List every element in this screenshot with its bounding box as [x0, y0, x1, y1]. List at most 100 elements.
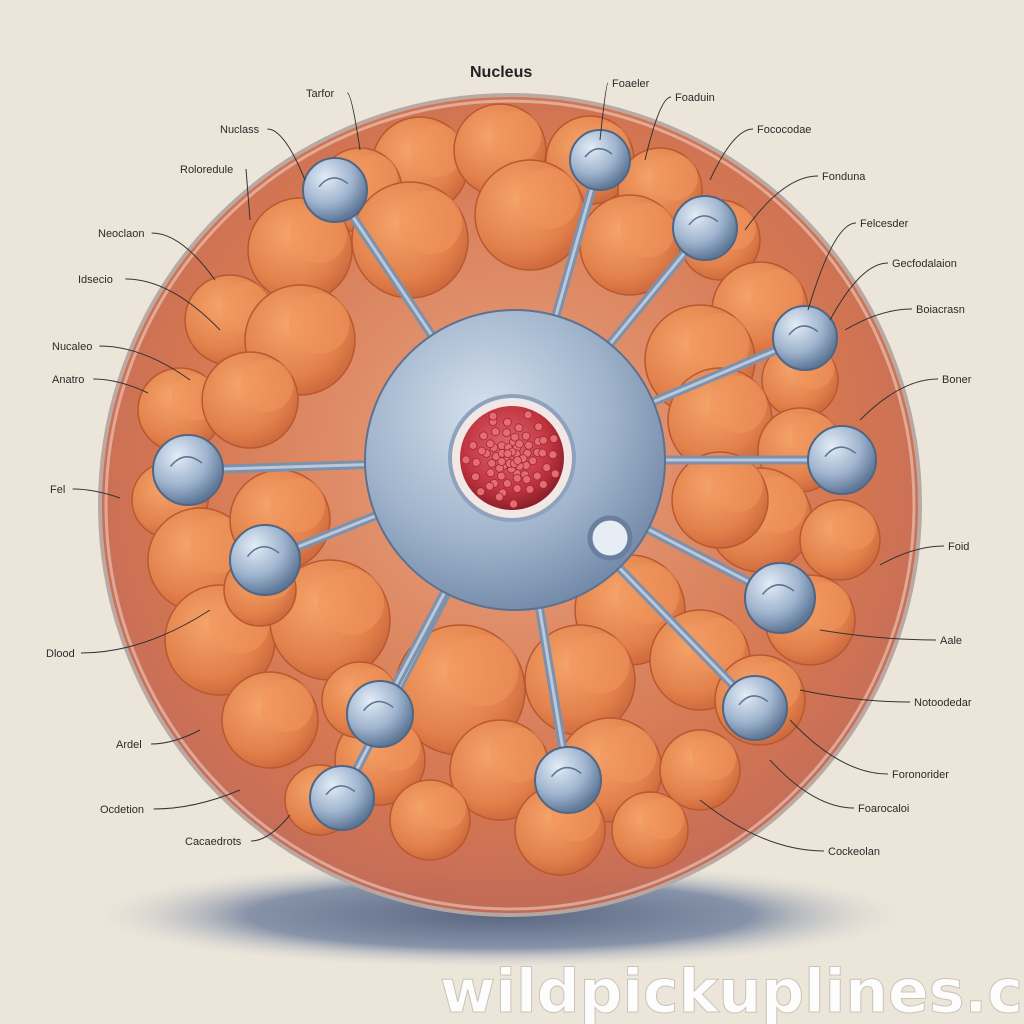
label-left: Nucaleo: [52, 341, 92, 353]
lobe-highlight: [422, 786, 466, 830]
leader-line: [93, 378, 149, 394]
leader-line: [699, 799, 825, 852]
lobe-highlight: [240, 359, 294, 412]
nucleolus-granule: [509, 499, 518, 509]
label-right: Aale: [940, 635, 962, 647]
nucleolus-granule: [532, 471, 542, 481]
leader-lines: [72, 82, 945, 852]
nucleolus-granule: [488, 411, 498, 421]
nucleolus-granule: [510, 432, 520, 442]
vesicle-crease: [688, 215, 719, 226]
nucleolus-granule: [497, 457, 507, 467]
leader-line: [744, 175, 819, 231]
leader-line: [80, 609, 211, 654]
nucleolus-granule: [523, 410, 533, 420]
leader-line: [799, 689, 911, 703]
nucleolus-granule: [477, 446, 487, 456]
nucleolus-granule: [539, 435, 548, 445]
nucleolus-granule: [471, 472, 480, 482]
nucleolus-granule: [521, 431, 531, 441]
lobe-highlight: [260, 679, 314, 732]
nucleolus-granule: [515, 439, 524, 449]
label-right: Cockeolan: [828, 846, 880, 858]
lobe-highlight: [410, 124, 464, 177]
label-right: Foronorider: [892, 769, 949, 781]
vesicle: [229, 524, 301, 596]
nucleolus-granule: [522, 474, 532, 484]
vesicles: [152, 129, 877, 831]
nucleus-port: [587, 515, 633, 561]
vesicle: [807, 425, 877, 495]
label-right: Foarocaloi: [858, 803, 909, 815]
label-right: Gecfodalaion: [892, 258, 957, 270]
nucleolus-granule: [476, 487, 486, 497]
nucleolus-granule: [550, 469, 560, 479]
leader-line: [859, 378, 939, 421]
lobe-highlight: [519, 168, 580, 229]
leader-line: [709, 128, 754, 181]
nucleolus-granule: [538, 448, 547, 458]
vesicle: [346, 680, 414, 748]
vesicle-crease: [362, 700, 394, 712]
lobe-highlight: [270, 477, 325, 533]
nucleolus-granule: [485, 481, 495, 491]
nucleolus-granule: [461, 455, 471, 465]
vesicle-crease: [788, 325, 819, 336]
diagram-title: Nucleus: [470, 64, 532, 81]
vesicle: [534, 746, 602, 814]
nucleolus-granule: [486, 468, 496, 478]
nucleolus-granule: [502, 428, 512, 438]
nucleolus-granule: [496, 471, 506, 481]
leader-line: [250, 814, 291, 842]
label-left: Anatro: [52, 374, 84, 386]
nucleolus-granule: [468, 441, 478, 450]
nucleolus-granule: [524, 440, 534, 450]
lobe-highlight: [642, 797, 685, 840]
lobe-highlight: [832, 506, 876, 550]
nucleolus-core: [460, 406, 564, 510]
nucleolus-granule: [491, 427, 500, 437]
nucleolus-texture: [461, 410, 560, 509]
label-right: Foaeler: [612, 78, 650, 90]
leader-line: [99, 345, 191, 381]
nucleolus-granule: [548, 450, 558, 460]
leader-line: [153, 789, 241, 810]
vesicle: [302, 157, 368, 223]
nucleolus-granule: [479, 431, 489, 441]
lobe-highlight: [398, 190, 463, 255]
vesicle-crease: [738, 695, 769, 706]
label-right: Fococodae: [757, 124, 811, 136]
leader-line: [72, 488, 121, 499]
nucleolus-granule: [513, 455, 522, 465]
leader-line: [125, 278, 221, 331]
vesicle: [672, 195, 738, 261]
label-left: Cacaedrots: [185, 836, 242, 848]
leader-line: [151, 232, 216, 281]
vesicle: [744, 562, 816, 634]
lobe-highlight: [709, 375, 767, 433]
nucleolus-granule: [471, 457, 481, 467]
vesicle: [152, 434, 224, 506]
nucleolus-granule: [485, 439, 495, 449]
label-left: Ocdetion: [100, 804, 144, 816]
label-right: Boiacrasn: [916, 304, 965, 316]
label-left: Idsecio: [78, 274, 113, 286]
lobe-highlight: [447, 634, 519, 707]
nucleolus-granule: [514, 423, 524, 433]
label-right: Felcesder: [860, 218, 909, 230]
vesicle-crease: [824, 446, 857, 458]
nucleolus-granule: [502, 479, 512, 489]
nucleolus-granule: [538, 479, 548, 489]
lobe-highlight: [599, 725, 657, 784]
lobe-highlight: [651, 154, 698, 201]
nucleolus-granule: [512, 473, 522, 483]
cell-glass-rim: [104, 99, 916, 911]
lobe-highlight: [490, 110, 542, 162]
nucleolus-granule: [502, 417, 512, 427]
label-left: Nuclass: [220, 124, 260, 136]
label-left: Dlood: [46, 648, 75, 660]
lobe-highlight: [490, 727, 545, 783]
vesicle-crease: [169, 456, 203, 467]
leader-line: [267, 128, 306, 181]
